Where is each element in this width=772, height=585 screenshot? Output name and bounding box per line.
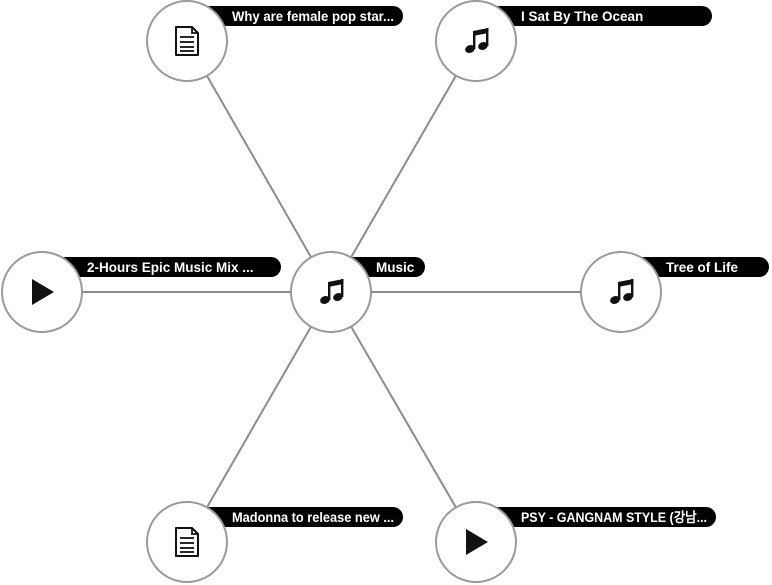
node-circle[interactable] — [290, 251, 372, 333]
node-circle[interactable] — [580, 251, 662, 333]
play-icon — [466, 529, 488, 555]
node-label: Madonna to release new ... — [232, 510, 394, 525]
node-circle[interactable] — [146, 0, 228, 82]
node-label: Tree of Life — [666, 260, 739, 275]
edge-top-left — [186, 40, 332, 293]
node-top-left[interactable]: Why are female pop star... — [146, 0, 403, 82]
music-note-icon — [610, 279, 634, 304]
node-label-background — [476, 6, 712, 26]
edge-top-right — [330, 40, 477, 293]
edges — [42, 40, 621, 543]
node-right[interactable]: Tree of Life — [580, 251, 769, 333]
node-bottom-right[interactable]: PSY - GANGNAM STYLE (강남... — [435, 501, 716, 583]
node-circle[interactable] — [435, 0, 517, 82]
node-label-background — [187, 6, 403, 26]
node-label: I Sat By The Ocean — [521, 9, 643, 24]
music-note-icon — [465, 28, 489, 53]
edge-bottom-left — [186, 291, 332, 543]
document-icon — [175, 527, 199, 557]
node-bottom-left[interactable]: Madonna to release new ... — [146, 501, 403, 583]
node-center[interactable]: Music — [290, 251, 425, 333]
node-label-background — [42, 257, 281, 277]
document-icon — [175, 26, 199, 56]
music-note-icon — [320, 279, 344, 304]
node-label: Why are female pop star... — [232, 9, 394, 24]
node-label: 2-Hours Epic Music Mix ... — [87, 260, 254, 275]
node-label-background — [476, 507, 716, 527]
node-label: PSY - GANGNAM STYLE (강남... — [521, 509, 707, 525]
node-left[interactable]: 2-Hours Epic Music Mix ... — [1, 251, 281, 333]
node-label: Music — [376, 260, 415, 275]
node-top-right[interactable]: I Sat By The Ocean — [435, 0, 712, 82]
play-icon — [32, 279, 54, 305]
node-circle[interactable] — [146, 501, 228, 583]
node-label-background — [187, 507, 403, 527]
node-label-background — [621, 257, 769, 277]
edge-bottom-right — [330, 291, 477, 543]
